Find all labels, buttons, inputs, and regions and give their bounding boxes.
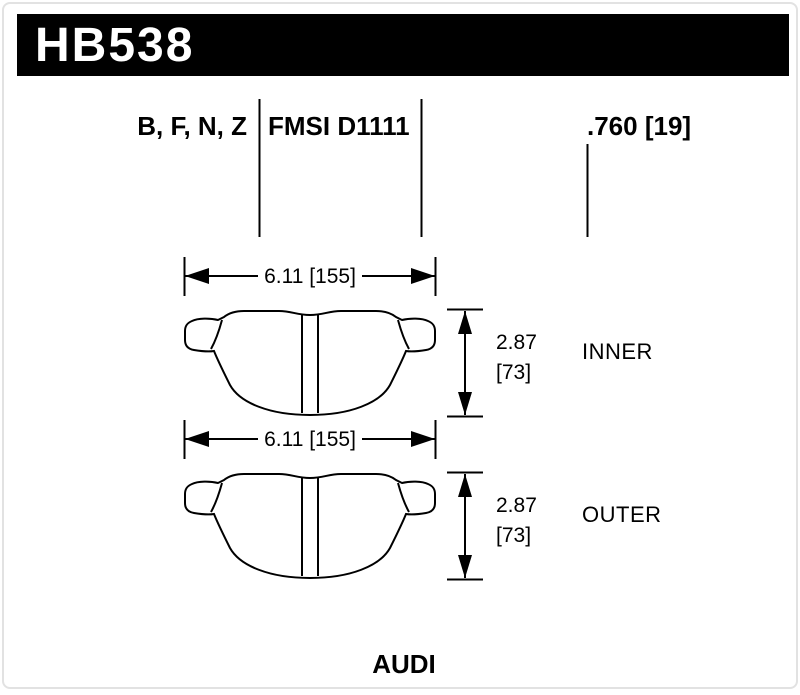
thickness-dimension-in: 2.87	[496, 331, 537, 354]
part-number-banner: HB538	[17, 14, 789, 76]
vehicle-make: AUDI	[372, 649, 436, 679]
technical-drawing: 6.11 [155] 2.87 [73] INNER 6.11 [155] 2.…	[183, 99, 662, 581]
inner-pad-drawing: 6.11 [155] 2.87 [73] INNER	[183, 256, 653, 418]
width-dimension: 6.11 [155]	[264, 265, 356, 288]
thickness-dimension-mm: [73]	[496, 524, 531, 547]
pad-position-label: OUTER	[582, 502, 662, 527]
compound-codes: B, F, N, Z	[137, 111, 247, 141]
pad-position-label: INNER	[582, 339, 653, 364]
pad-thickness: .760 [19]	[587, 111, 692, 141]
width-dimension: 6.11 [155]	[264, 428, 356, 451]
part-number: HB538	[35, 18, 195, 72]
outer-pad-drawing: 6.11 [155] 2.87 [73] OUTER	[183, 419, 662, 581]
fmsi-number: FMSI D1111	[268, 111, 410, 141]
thickness-dimension-mm: [73]	[496, 361, 531, 384]
thickness-dimension-in: 2.87	[496, 494, 537, 517]
